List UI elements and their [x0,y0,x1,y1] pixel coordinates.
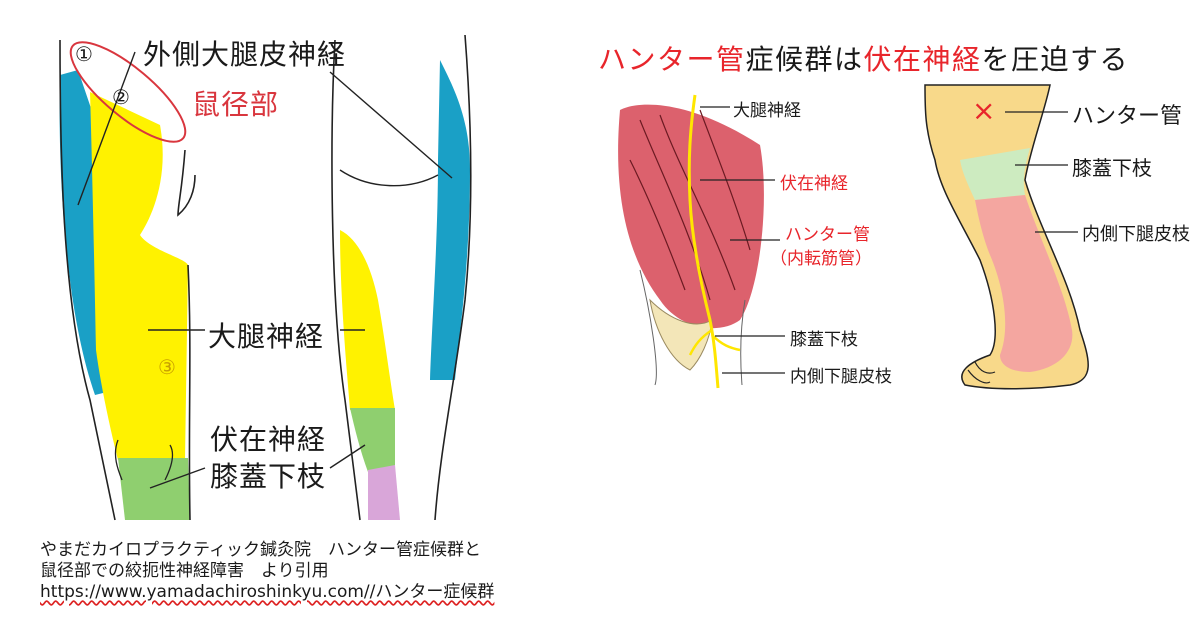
label-right-medial-crural: 内側下腿皮枝 [1082,224,1190,245]
label-femoral-nerve-left: 大腿神経 [208,320,325,353]
label-right-hunter-canal: ハンター管 [1072,104,1183,129]
zone-number-2: ② [112,85,130,109]
saphenous-zone-left [118,458,190,520]
title-saphenous-nerve: 伏在神経 [863,43,982,76]
leader-lateral-femoral [77,51,136,206]
compression-mark-icon: × [972,94,996,127]
label-mid-femoral-nerve: 大腿神経 [733,101,801,121]
left-leg-outline-outer [59,39,116,521]
label-infrapatellar-left: 膝蓋下枝 [210,460,327,493]
nerve-branches [688,328,741,356]
label-mid-saphenous-nerve: 伏在神経 [780,174,848,194]
left-knee-lines [114,439,174,481]
label-inguinal: 鼠径部 [192,88,280,121]
title-hunter-canal: ハンター管 [598,43,746,76]
patella [649,298,713,371]
saphenous-zone-right [350,408,395,472]
saphenous-nerve-path [687,94,720,389]
infrapatellar-zone [960,148,1030,200]
femoral-zone-right [340,230,395,410]
zone-number-3: ③ [158,355,176,379]
lateral-zone-right [430,60,470,380]
label-right-infrapatellar: 膝蓋下枝 [1072,156,1152,180]
femoral-zone-left [90,92,188,460]
citation-url-link[interactable]: https://www.yamadachiroshinkyu.com//ハンター… [40,582,495,602]
label-mid-hunter-canal: ハンター管 [785,225,870,245]
label-mid-infrapatellar: 膝蓋下枝 [790,330,858,350]
label-mid-adductor-canal: （内転筋管） [770,249,872,269]
leader-saphenous-right [329,444,366,469]
muscle-fibers [629,109,751,301]
medial-zone-right [368,465,400,520]
left-leg-outline-inner [177,149,196,521]
zone-number-1: ① [75,42,93,66]
title-syndrome: 症候群は [745,43,864,76]
medial-crural-zone [975,195,1073,372]
label-mid-medial-crural: 内側下腿皮枝 [790,367,892,387]
right-leg-outline-outer [434,34,472,521]
citation-block: やまだカイロプラクティック鍼灸院 ハンター管症候群と 鼠径部での絞扼性神経障害 … [40,540,494,603]
right-leg-outline-inner [331,39,361,521]
title-compress: を圧迫する [981,43,1130,76]
citation-line-1: やまだカイロプラクティック鍼灸院 ハンター管症候群と [40,540,481,560]
leader-saphenous-left [149,467,206,489]
toes [967,361,996,384]
label-lateral-femoral-cutaneous: 外側大腿皮神経 [143,38,347,71]
right-title: ハンター管症候群は伏在神経を圧迫する [598,38,1129,78]
right-buttock-line [339,169,439,187]
citation-line-2: 鼠径部での絞扼性神経障害 より引用 [40,561,329,581]
knee-outline [639,269,746,386]
leader-lateral-right [329,71,453,179]
label-saphenous-nerve-left: 伏在神経 [210,423,327,456]
